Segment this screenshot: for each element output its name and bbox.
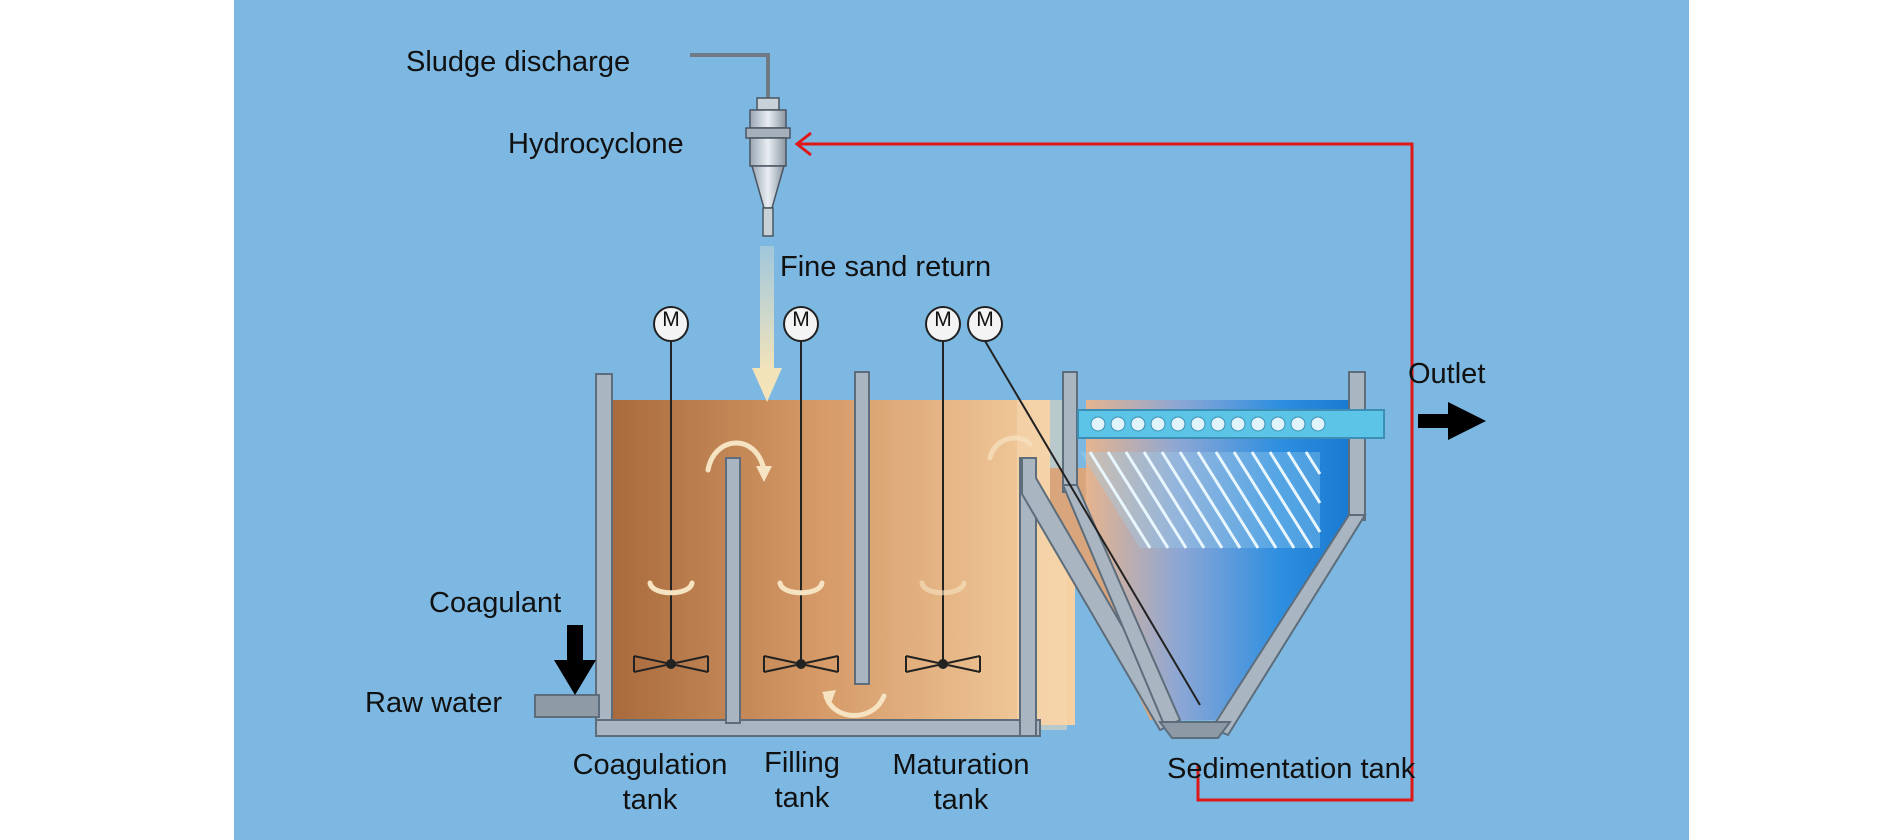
sludge-return-line: [794, 131, 1414, 802]
motor-icon-scraper: [967, 306, 1003, 342]
label-filling-tank: Filling tank: [742, 746, 862, 816]
tank-walls: [595, 371, 1367, 739]
flow-swirl-arrowheads: [756, 466, 836, 706]
label-coagulant: Coagulant: [429, 587, 562, 619]
label-filling-tank-line1: Filling: [764, 747, 840, 779]
fine-sand-return-stream: [752, 246, 782, 402]
label-coagulation-tank: Coagulation tank: [550, 748, 750, 818]
label-hydrocyclone: Hydrocyclone: [508, 128, 684, 160]
motor-icon-filling: [783, 306, 819, 342]
motor-icon-coagulation: [653, 306, 689, 342]
motor-label: M: [934, 308, 952, 331]
mixer-motors: [653, 306, 1003, 342]
label-maturation-tank-line1: Maturation: [892, 749, 1030, 781]
label-sludge-discharge: Sludge discharge: [406, 46, 631, 78]
motor-label: M: [792, 308, 810, 331]
motor-icon-maturation: [925, 306, 961, 342]
label-maturation-tank: Maturation tank: [870, 748, 1052, 818]
mixer-impellers: [633, 655, 981, 673]
label-sedimentation-tank: Sedimentation tank: [1167, 753, 1416, 785]
label-raw-water: Raw water: [365, 687, 502, 719]
hydrocyclone-icon: [690, 53, 791, 237]
outlet-trough: [1077, 409, 1385, 439]
label-filling-tank-line2: tank: [774, 781, 830, 814]
label-maturation-tank-line2: tank: [933, 783, 989, 816]
motor-label: M: [662, 308, 680, 331]
coagulant-arrow: [554, 625, 596, 695]
motor-label: M: [976, 308, 994, 331]
label-coagulation-tank-line2: tank: [622, 783, 678, 816]
label-outlet: Outlet: [1408, 358, 1486, 390]
mixer-shafts: [670, 340, 1201, 706]
label-coagulation-tank-line1: Coagulation: [572, 749, 728, 781]
raw-water-pipe: [534, 694, 600, 718]
outlet-arrow: [1418, 402, 1486, 440]
label-fine-sand-return: Fine sand return: [780, 251, 992, 283]
mixing-tanks-water: [610, 400, 1075, 730]
inclined-plate-settler: [1080, 451, 1322, 549]
